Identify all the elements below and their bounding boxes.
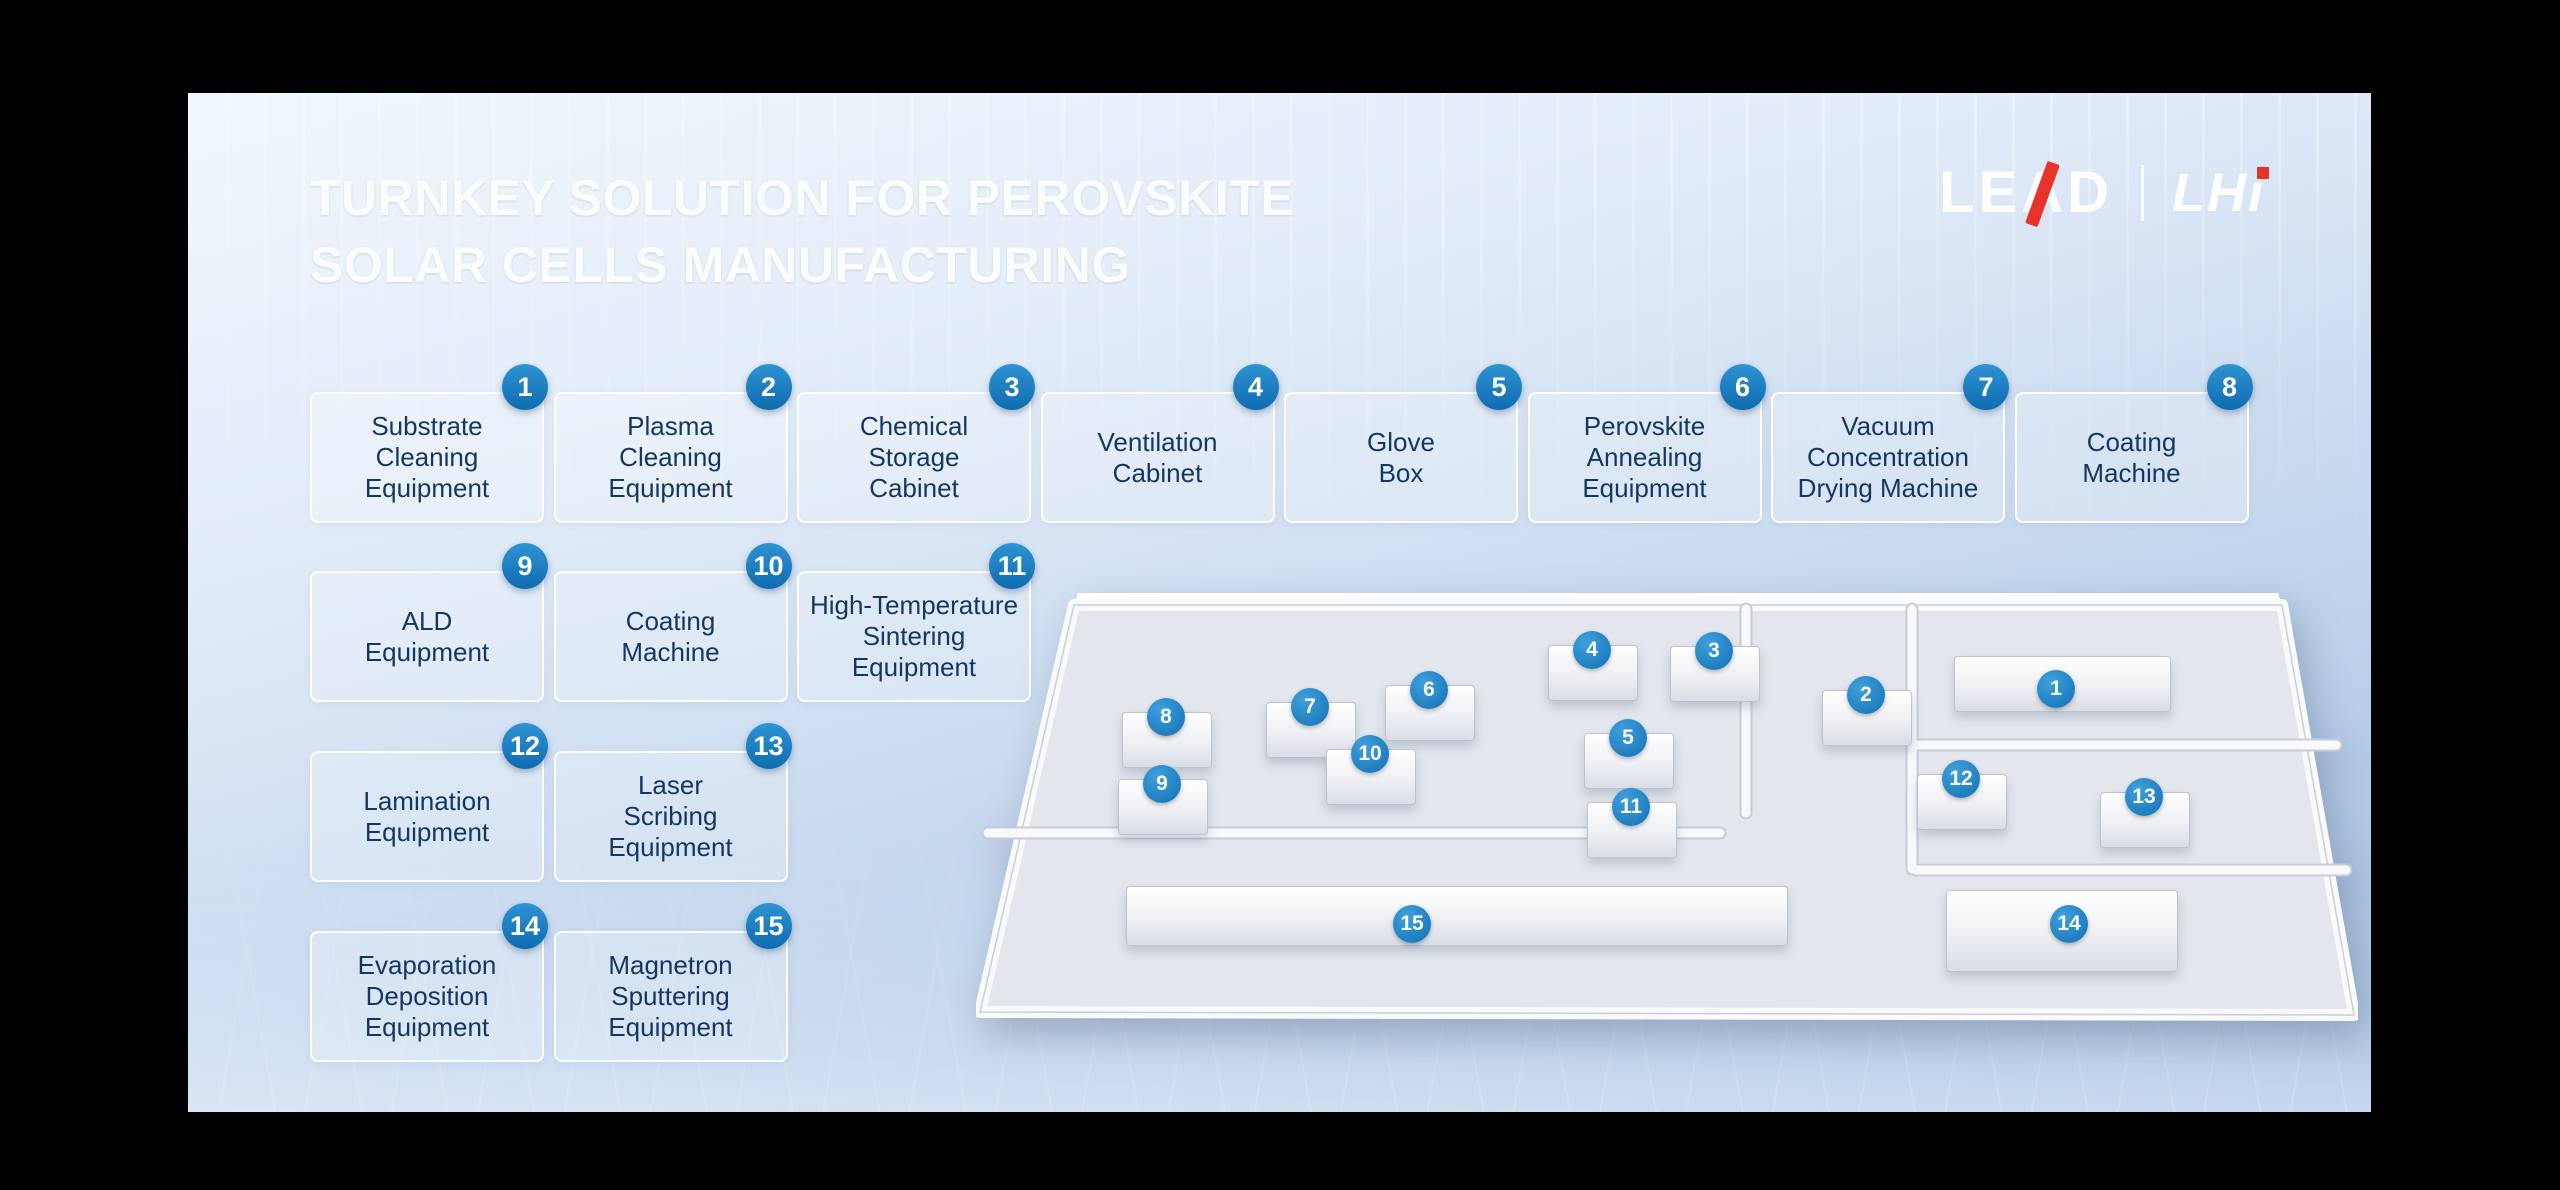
floor-edge <box>979 604 2355 1016</box>
legend-item-label: Glove Box <box>1367 426 1435 488</box>
legend-item-label: Coating Machine <box>621 605 720 667</box>
legend-item-label: Lamination Equipment <box>363 785 491 847</box>
legend-item-label: Vacuum Concentration Drying Machine <box>1797 411 1979 503</box>
legend-item-number: 2 <box>745 364 792 410</box>
title-line-1: TURNKEY SOLUTION FOR PEROVSKITE <box>310 170 1295 226</box>
legend-item-label: Laser Scribing Equipment <box>608 770 733 862</box>
legend-item-number: 10 <box>745 543 792 589</box>
page-title: TURNKEY SOLUTION FOR PEROVSKITE SOLAR CE… <box>310 165 1294 299</box>
poster-panel: TURNKEY SOLUTION FOR PEROVSKITE SOLAR CE… <box>188 93 2371 1112</box>
factory-floor-render <box>976 593 2358 1021</box>
legend-item-number: 6 <box>1719 364 1766 410</box>
legend-item-label: Plasma Cleaning Equipment <box>608 411 733 503</box>
legend-item-number: 12 <box>502 723 548 769</box>
legend-item-number: 9 <box>502 543 548 589</box>
partner-logo-dot-icon <box>2257 167 2269 179</box>
legend-item-number: 5 <box>1476 364 1522 410</box>
legend-item-label: ALD Equipment <box>364 605 490 667</box>
brand-logos: LEAD LHi <box>1939 155 2269 231</box>
legend-item-number: 7 <box>1963 364 2009 410</box>
legend-item-label: Coating Machine <box>2082 426 2181 488</box>
legend-item-label: Chemical Storage Cabinet <box>859 411 969 503</box>
lead-logo-text: LEAD <box>1939 160 2113 225</box>
legend-item-number: 15 <box>745 903 792 949</box>
lead-logo: LEAD <box>1939 155 2113 231</box>
partner-logo-text: LHi <box>2172 163 2265 223</box>
legend-item-number: 4 <box>1232 364 1279 410</box>
title-line-2: SOLAR CELLS MANUFACTURING <box>310 237 1131 293</box>
brand-logo-divider <box>2141 165 2144 221</box>
floor-slab <box>976 599 2358 1021</box>
legend-item-number: 13 <box>745 723 792 769</box>
legend-item-label: Ventilation Cabinet <box>1097 426 1218 488</box>
legend-item-label: Evaporation Deposition Equipment <box>357 950 497 1042</box>
legend-item-number: 1 <box>502 364 548 410</box>
legend-item-number: 8 <box>2206 364 2253 410</box>
legend-item-label: Magnetron Sputtering Equipment <box>608 950 733 1042</box>
partner-logo: LHi <box>2172 155 2269 231</box>
legend-item-label: Substrate Cleaning Equipment <box>364 411 490 503</box>
legend-item-number: 14 <box>502 903 548 949</box>
legend-item-label: Perovskite Annealing Equipment <box>1582 411 1707 503</box>
legend-item-number: 3 <box>989 364 1035 410</box>
